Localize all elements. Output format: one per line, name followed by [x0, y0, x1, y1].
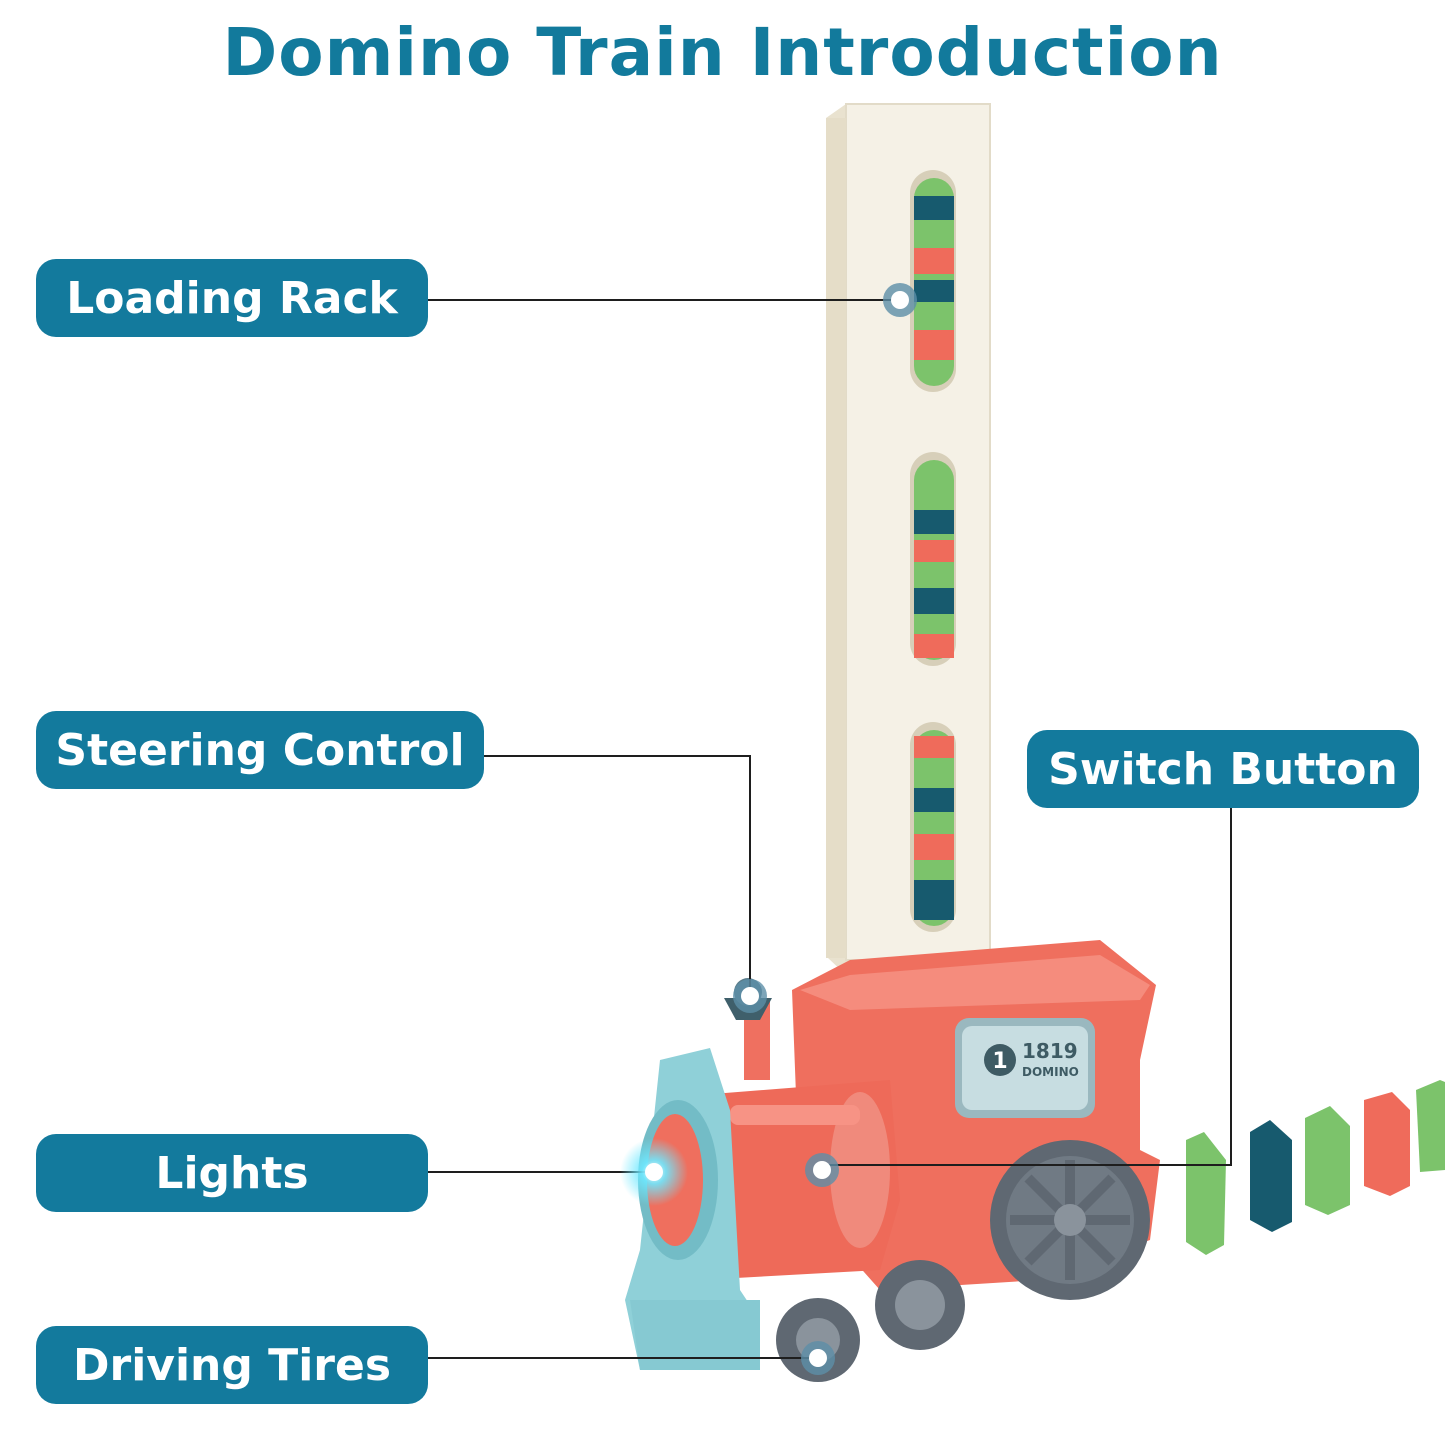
badge-code: 1819	[1022, 1039, 1078, 1063]
leader-dot-icon	[733, 979, 767, 1013]
leader-dot-icon	[883, 283, 917, 317]
big-wheel	[990, 1140, 1150, 1300]
headlight-glow-icon	[620, 1138, 688, 1206]
mid-wheel	[875, 1260, 965, 1350]
page-title: Domino Train Introduction	[222, 14, 1223, 91]
leader-lines	[428, 299, 1232, 1359]
loading-rack-label: Loading Rack	[36, 259, 428, 337]
steering-control-label: Steering Control	[36, 711, 484, 789]
leader-dots	[620, 283, 917, 1375]
dominoes-row	[1186, 1080, 1445, 1255]
loading-rack	[826, 103, 991, 975]
train: 1 1819 DOMINO	[625, 940, 1160, 1382]
train-badge: 1 1819 DOMINO	[955, 1018, 1095, 1118]
rack-window-bottom	[910, 722, 956, 932]
leader-dot-icon	[805, 1153, 839, 1187]
badge-number: 1	[992, 1049, 1007, 1074]
badge-word: DOMINO	[1022, 1065, 1079, 1079]
rack-window-top	[910, 170, 956, 392]
switch-button-label: Switch Button	[1027, 730, 1419, 808]
lights-label: Lights	[36, 1134, 428, 1212]
driving-tires-label: Driving Tires	[36, 1326, 428, 1404]
leader-dot-icon	[801, 1341, 835, 1375]
rack-window-middle	[910, 452, 956, 666]
